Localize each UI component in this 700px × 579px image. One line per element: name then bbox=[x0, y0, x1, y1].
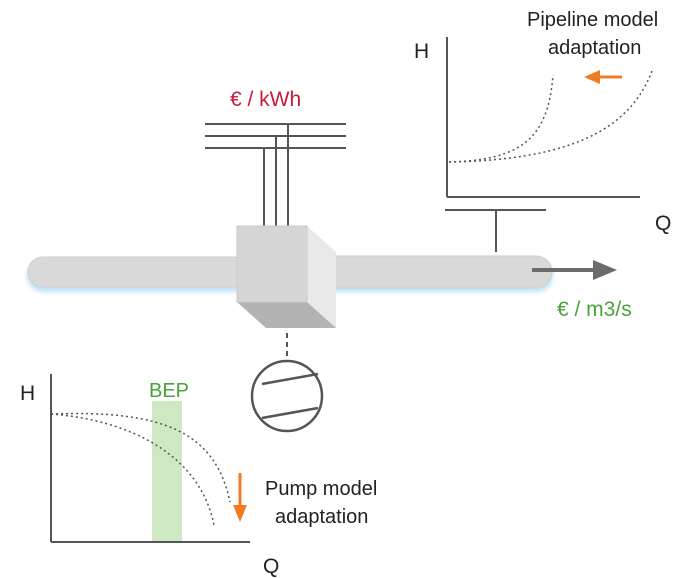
pipeline-connector bbox=[445, 209, 546, 252]
motor-housing bbox=[236, 225, 336, 328]
pump-axis-y-label: H bbox=[20, 382, 35, 405]
bep-label: BEP bbox=[149, 380, 189, 402]
pipeline-axis-y-label: H bbox=[414, 40, 429, 63]
inlet-pipe bbox=[27, 256, 252, 292]
pump-curve-adapted bbox=[50, 413, 215, 526]
arrow-left-icon bbox=[584, 70, 622, 84]
pump-curve-original bbox=[50, 412, 231, 503]
pump-title-line2: adaptation bbox=[275, 506, 368, 528]
pipeline-curve-original bbox=[448, 67, 654, 163]
pump-icon bbox=[250, 359, 324, 433]
arrow-down-icon bbox=[233, 473, 247, 522]
bep-band bbox=[152, 401, 182, 542]
pipeline-title-line1: Pipeline model bbox=[527, 9, 658, 31]
pump-title-line1: Pump model bbox=[265, 478, 377, 500]
pipeline-axis-x-label: Q bbox=[655, 212, 671, 235]
pipeline-chart-axes bbox=[446, 37, 640, 198]
pipeline-chart: H Q Pipeline model adaptation bbox=[414, 9, 671, 235]
outlet-pipe bbox=[315, 255, 553, 292]
flow-cost-label: € / m3/s bbox=[557, 298, 632, 321]
power-grid-lines bbox=[205, 123, 346, 226]
pipeline-curve-adapted bbox=[448, 74, 554, 163]
pump-chart-axes bbox=[50, 374, 250, 543]
energy-cost-label: € / kWh bbox=[230, 88, 301, 111]
pump-axis-x-label: Q bbox=[263, 555, 279, 578]
pump-chart: BEP H Q Pump model adaptation bbox=[20, 374, 377, 578]
arrow-right-icon bbox=[532, 260, 617, 280]
pipeline-title-line2: adaptation bbox=[548, 37, 641, 59]
